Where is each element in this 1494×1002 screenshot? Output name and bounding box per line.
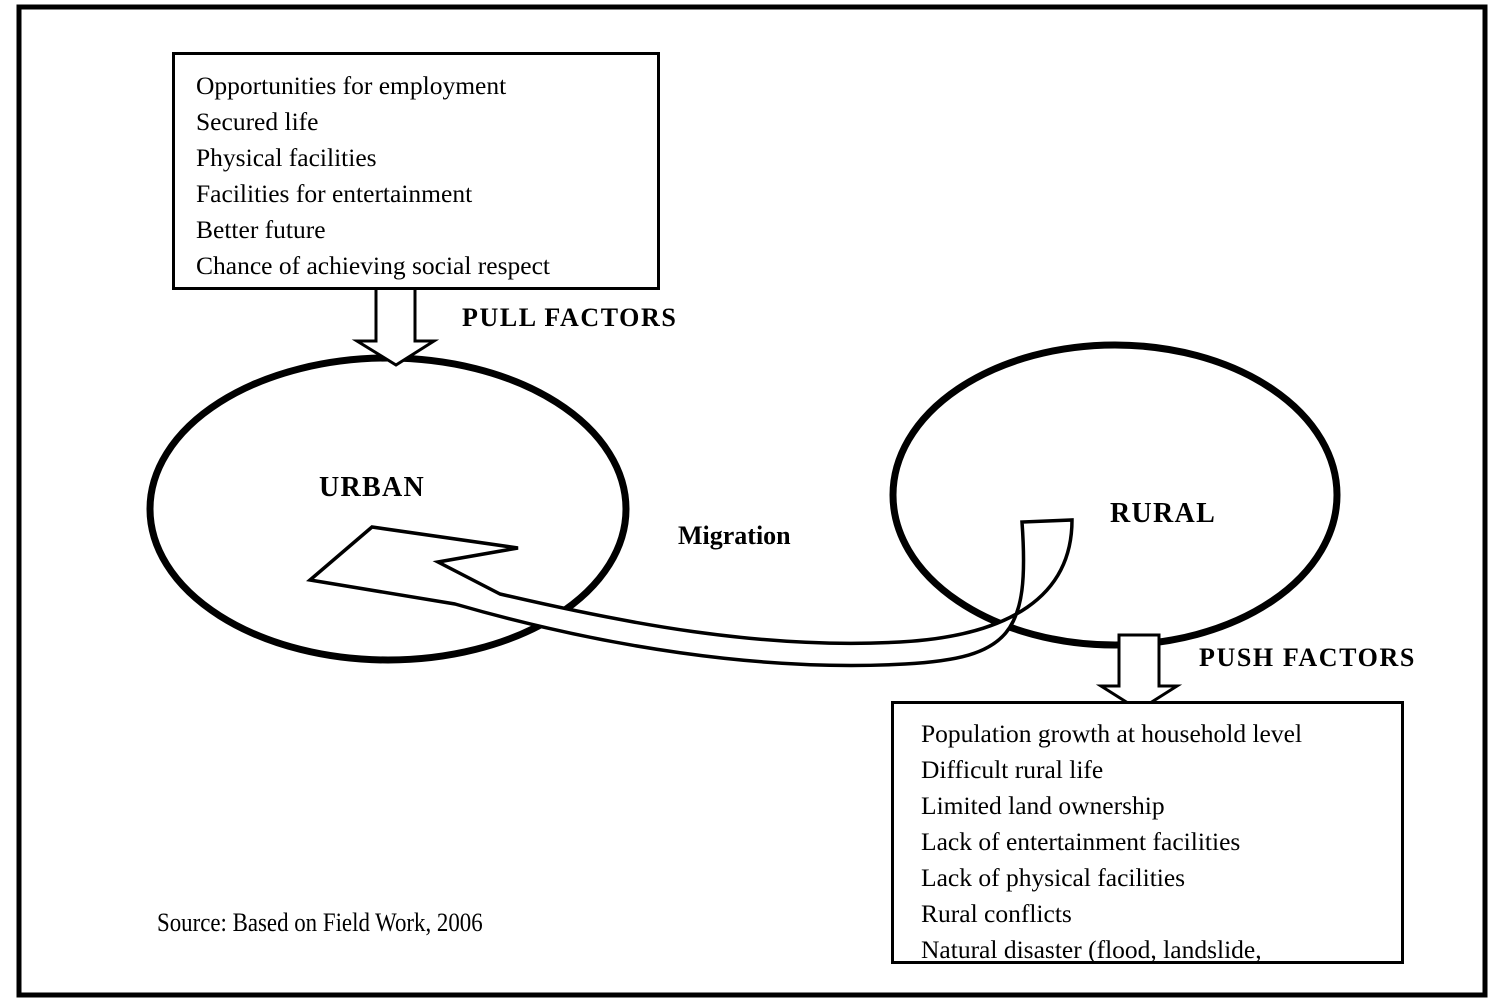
list-item: Opportunities for employment	[196, 71, 507, 100]
push-factors-list: Population growth at household level Dif…	[894, 704, 1401, 968]
push-block-arrow	[1095, 633, 1183, 712]
migration-edge-label: Migration	[678, 521, 791, 550]
urban-node-label: URBAN	[319, 472, 426, 503]
source-caption: Source: Based on Field Work, 2006	[157, 908, 483, 937]
list-item: Natural disaster (flood, landslide,	[921, 935, 1262, 964]
push-factors-label: PUSH FACTORS	[1199, 643, 1416, 672]
pull-factors-label: PULL FACTORS	[462, 303, 678, 332]
push-factors-box: Population growth at household level Dif…	[891, 701, 1404, 964]
list-item: Population growth at household level	[921, 719, 1303, 748]
outer-border	[16, 4, 1488, 998]
pull-factors-list: Opportunities for employment Secured lif…	[175, 55, 657, 284]
list-item: Lack of physical facilities	[921, 863, 1186, 892]
list-item: Lack of entertainment facilities	[921, 827, 1241, 856]
list-item: Secured life	[196, 107, 319, 136]
list-item: Better future	[196, 215, 326, 244]
list-item: Rural conflicts	[921, 899, 1072, 928]
list-item: Difficult rural life	[921, 755, 1104, 784]
rural-ellipse	[889, 341, 1341, 649]
list-item: Physical facilities	[196, 143, 377, 172]
list-item: Chance of achieving social respect	[196, 251, 551, 280]
list-item: Facilities for entertainment	[196, 179, 473, 208]
rural-node-label: RURAL	[1110, 498, 1217, 529]
list-item: Limited land ownership	[921, 791, 1165, 820]
pull-block-arrow	[351, 286, 440, 367]
migration-curved-arrow	[306, 518, 1074, 668]
pull-factors-box: Opportunities for employment Secured lif…	[172, 52, 660, 290]
